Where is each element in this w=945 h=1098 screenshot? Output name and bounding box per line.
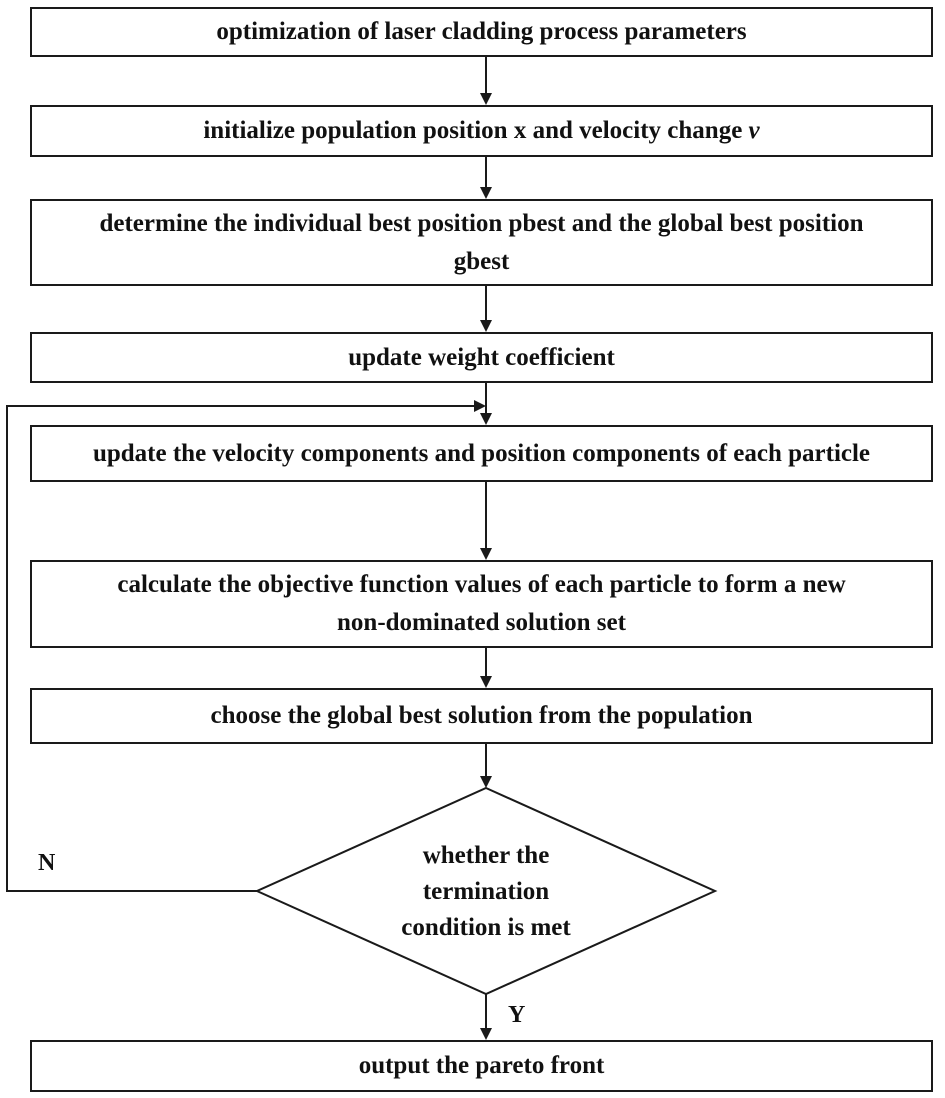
decision-diamond: [254, 786, 718, 996]
no-label: N: [38, 850, 56, 876]
step-update-weight: update weight coefficient: [30, 332, 933, 383]
step-choose-best: choose the global best solution from the…: [30, 688, 933, 744]
loop-back-connector: [6, 400, 486, 892]
step-optimization-label: optimization of laser cladding process p…: [216, 18, 747, 45]
step-initialize: initialize population position x and vel…: [30, 105, 933, 157]
step-calculate-objective: calculate the objective function values …: [30, 560, 933, 648]
step-calculate-objective-label: calculate the objective function values …: [117, 571, 846, 636]
step-choose-best-label: choose the global best solution from the…: [210, 702, 753, 729]
velocity-variable: v: [748, 117, 760, 144]
step-output-pareto: output the pareto front: [30, 1040, 933, 1092]
yes-label: Y: [508, 1002, 526, 1028]
step-determine-best: determine the individual best position p…: [30, 199, 933, 286]
step-update-velocity-label: update the velocity components and posit…: [92, 439, 871, 467]
decision-label: whether the termination condition is met: [401, 842, 571, 941]
step-update-weight-label: update weight coefficient: [348, 343, 615, 371]
step-initialize-text-wrap: initialize population position x and vel…: [203, 112, 759, 150]
step-determine-best-label: determine the individual best position p…: [99, 209, 864, 275]
step-update-velocity: update the velocity components and posit…: [30, 425, 933, 482]
step-output-pareto-label: output the pareto front: [358, 1052, 605, 1079]
step-optimization: optimization of laser cladding process p…: [30, 7, 933, 57]
step-initialize-label: initialize population position x and vel…: [203, 117, 743, 144]
